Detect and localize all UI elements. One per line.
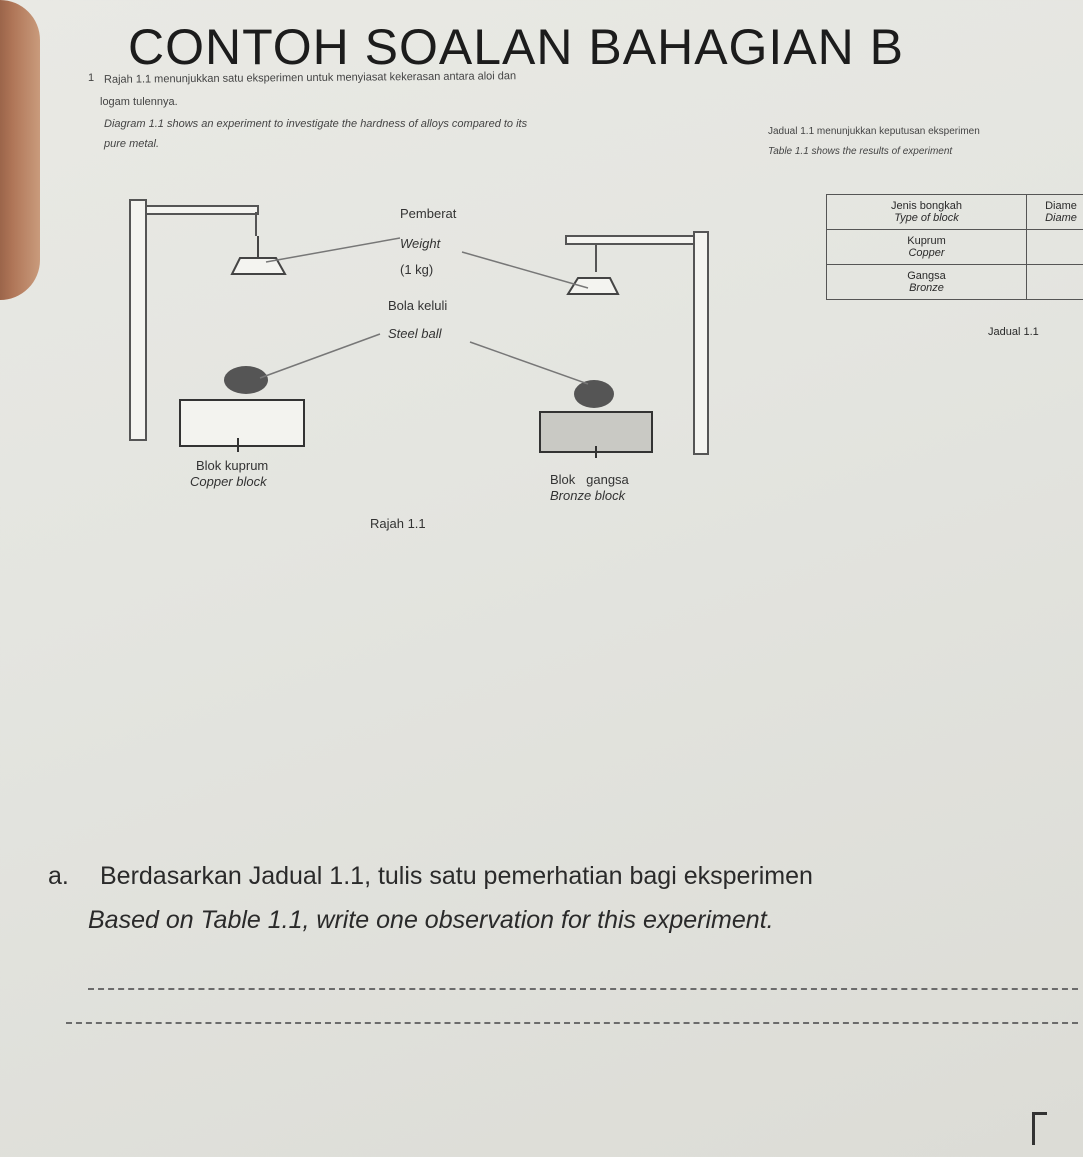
- table-intro-en: Table 1.1 shows the results of experimen…: [768, 146, 953, 157]
- table-intro-ms: Jadual 1.1 menunjukkan keputusan eksperi…: [768, 126, 980, 137]
- label-copper-en: Copper block: [190, 474, 267, 489]
- results-table: Jenis bongkah Type of block Diame Diame …: [826, 194, 1083, 338]
- row-copper-en: Copper: [908, 247, 945, 259]
- table-header-diameter: Diame Diame: [1026, 194, 1083, 230]
- header-type-ms: Jenis bongkah: [891, 200, 962, 212]
- left-weight: [230, 257, 287, 275]
- row-copper-ms: Kuprum: [907, 235, 946, 247]
- table-caption: Jadual 1.1: [988, 326, 1039, 338]
- right-stand: [565, 231, 709, 455]
- table-row: Gangsa Bronze: [826, 264, 1083, 300]
- question-stem-en-line1: Diagram 1.1 shows an experiment to inves…: [104, 118, 528, 130]
- table-cell-diameter: [1026, 264, 1083, 300]
- thumb-photo-edge: [0, 0, 40, 300]
- right-weight: [566, 277, 620, 295]
- table-cell-type: Gangsa Bronze: [826, 264, 1027, 300]
- marks-bracket: [1032, 1112, 1047, 1145]
- diagram-caption: Rajah 1.1: [370, 516, 426, 531]
- label-bronze-ms: Blok gangsa: [550, 472, 629, 487]
- question-stem-ms-line2: logam tulennya.: [100, 96, 178, 108]
- table-cell-diameter: [1026, 229, 1083, 265]
- label-bronze-en: Bronze block: [550, 488, 626, 503]
- row-bronze-ms: Gangsa: [907, 270, 946, 282]
- copper-block: [179, 399, 305, 447]
- label-ball-ms: Bola keluli: [388, 298, 448, 313]
- left-steel-ball: [224, 366, 268, 394]
- label-weight-ms: Pemberat: [400, 206, 457, 221]
- table-cell-type: Kuprum Copper: [826, 229, 1027, 265]
- answer-line-1[interactable]: [88, 988, 1078, 990]
- part-a-letter: a.: [48, 862, 69, 890]
- label-copper-ms: Blok kuprum: [196, 458, 269, 473]
- question-number: 1: [88, 72, 95, 84]
- question-stem-en-line2: pure metal.: [104, 138, 160, 150]
- left-stand: [129, 199, 259, 441]
- label-weight-en: Weight: [400, 236, 441, 251]
- part-a-question-en: Based on Table 1.1, write one observatio…: [88, 906, 774, 934]
- label-weight-mass: (1 kg): [400, 262, 434, 277]
- label-ball-en: Steel ball: [388, 326, 442, 341]
- answer-line-2[interactable]: [66, 1022, 1078, 1024]
- page-title: CONTOH SOALAN BAHAGIAN B: [128, 19, 905, 75]
- right-steel-ball: [574, 380, 614, 408]
- experiment-diagram: [129, 199, 709, 458]
- header-diameter-en: Diame: [1045, 212, 1077, 224]
- table-header-type: Jenis bongkah Type of block: [826, 194, 1027, 230]
- table-header-row: Jenis bongkah Type of block Diame Diame: [826, 194, 1083, 230]
- part-a-question-ms: Berdasarkan Jadual 1.1, tulis satu pemer…: [100, 862, 813, 890]
- header-diameter-ms: Diame: [1045, 200, 1077, 212]
- table-row: Kuprum Copper: [826, 229, 1083, 265]
- row-bronze-en: Bronze: [909, 282, 944, 294]
- header-type-en: Type of block: [894, 212, 959, 224]
- bronze-block: [539, 411, 653, 453]
